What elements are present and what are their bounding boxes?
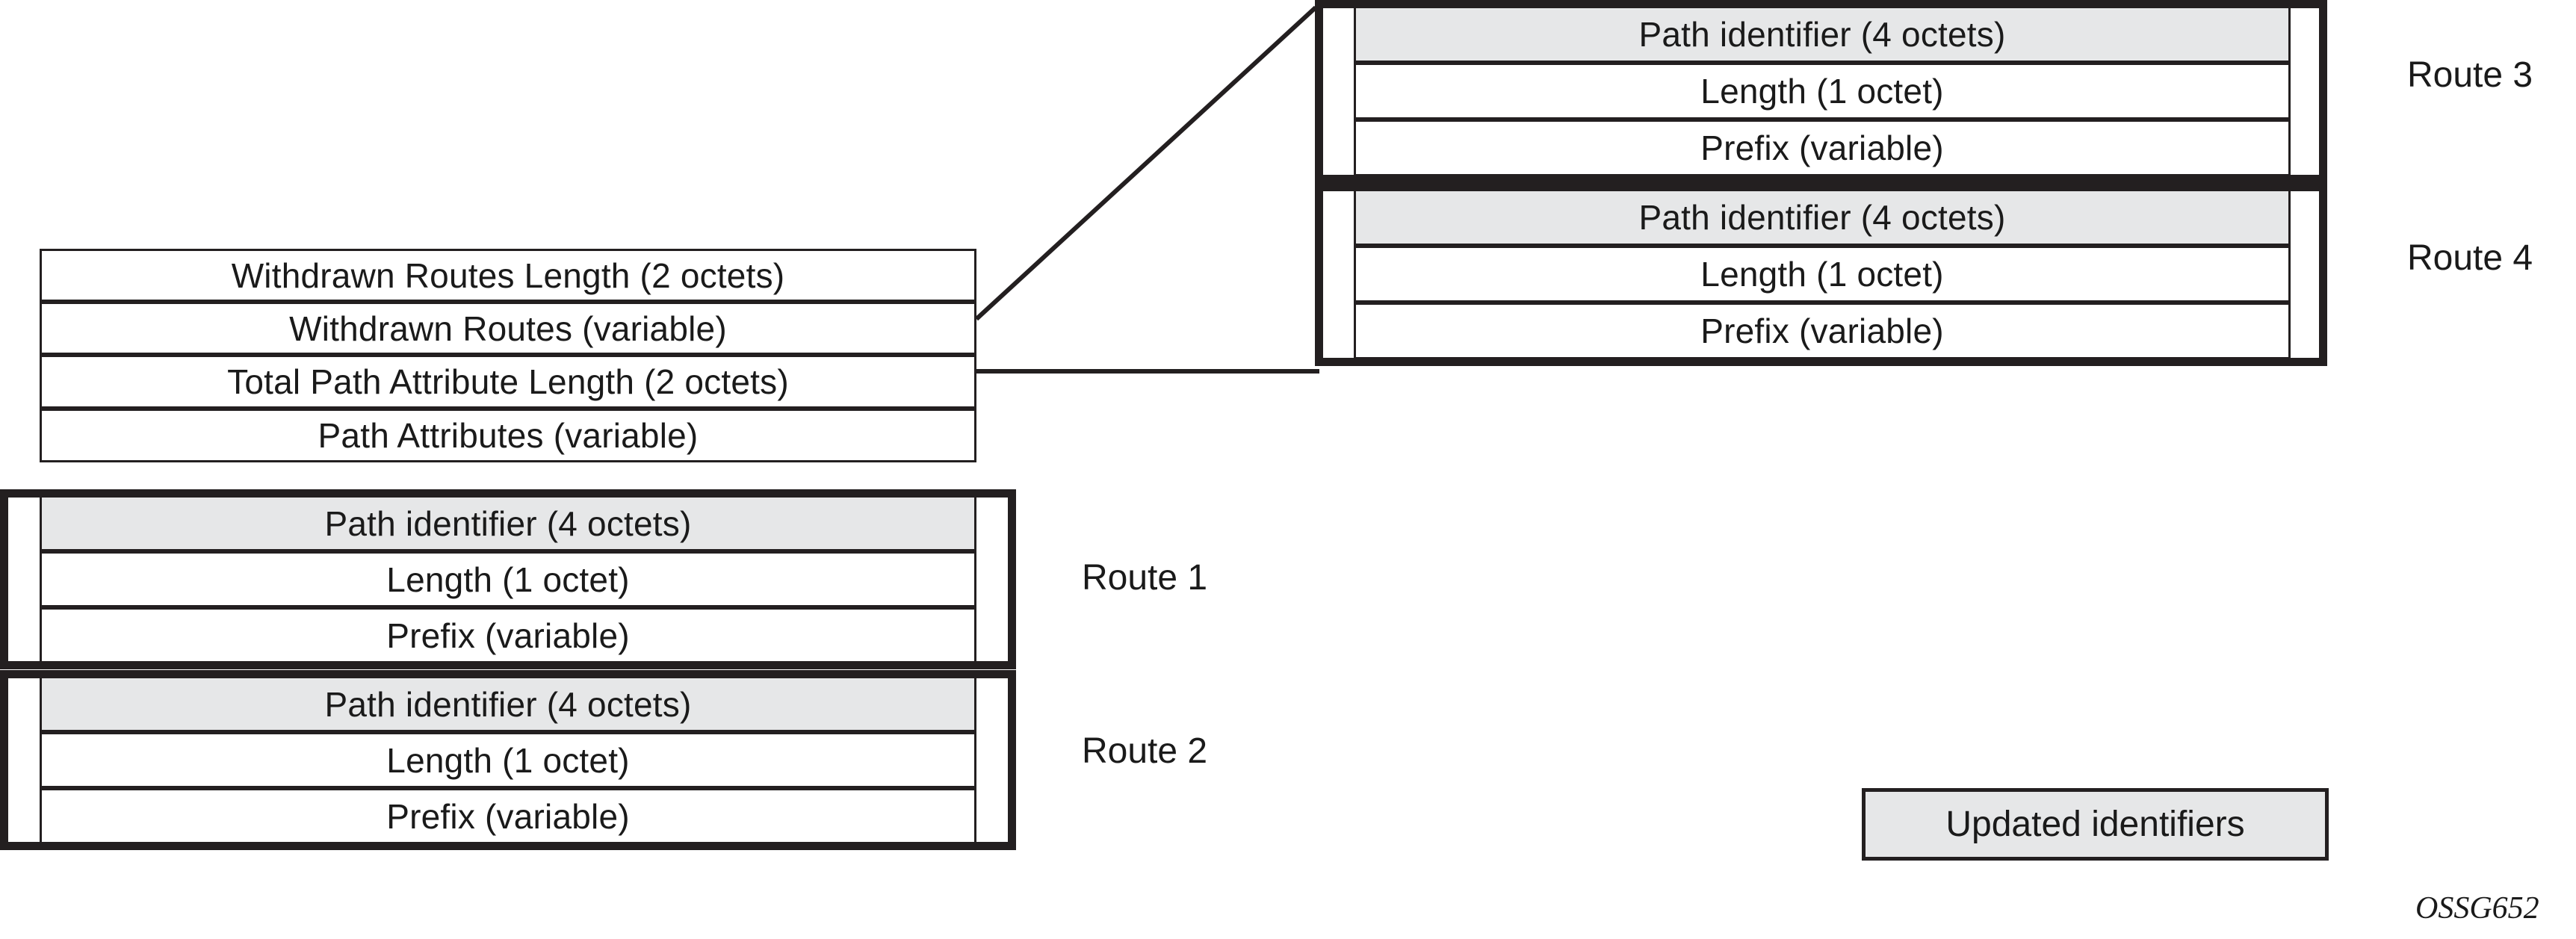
field-label: Withdrawn Routes Length (2 octets) <box>231 255 785 295</box>
field-label: Prefix (variable) <box>1700 128 1944 167</box>
route-label-route1: Route 1 <box>1082 558 1208 598</box>
field-withdrawn-routes: Withdrawn Routes (variable) <box>40 302 976 355</box>
field-label: Path identifier (4 octets) <box>324 684 692 724</box>
field-route1-path-identifier: Path identifier (4 octets) <box>40 495 976 551</box>
field-withdrawn-routes-length: Withdrawn Routes Length (2 octets) <box>40 249 976 302</box>
field-label: Total Path Attribute Length (2 octets) <box>227 362 789 401</box>
legend-updated-identifiers: Updated identifiers <box>1862 788 2329 861</box>
field-path-attributes: Path Attributes (variable) <box>40 409 976 462</box>
field-route4-length: Length (1 octet) <box>1354 246 2291 303</box>
field-label: Length (1 octet) <box>386 560 630 599</box>
field-label: Withdrawn Routes (variable) <box>289 309 727 348</box>
field-label: Path identifier (4 octets) <box>1638 198 2006 237</box>
field-label: Prefix (variable) <box>386 796 630 836</box>
field-route2-length: Length (1 octet) <box>40 732 976 788</box>
route-label-route3: Route 3 <box>2407 55 2533 95</box>
route-label-route4: Route 4 <box>2407 238 2533 278</box>
field-route3-path-identifier: Path identifier (4 octets) <box>1354 6 2291 63</box>
figure-id-label: OSSG652 <box>2415 891 2539 926</box>
field-route2-path-identifier: Path identifier (4 octets) <box>40 676 976 732</box>
field-label: Path identifier (4 octets) <box>1638 15 2006 54</box>
field-total-path-attribute-length: Total Path Attribute Length (2 octets) <box>40 355 976 409</box>
field-route1-prefix: Prefix (variable) <box>40 607 976 663</box>
field-label: Length (1 octet) <box>386 740 630 780</box>
field-label: Path Attributes (variable) <box>318 416 699 455</box>
callout-diagonal-line <box>974 5 1318 321</box>
field-route1-length: Length (1 octet) <box>40 551 976 607</box>
field-label: Prefix (variable) <box>386 616 630 655</box>
legend-label: Updated identifiers <box>1945 805 2245 844</box>
field-label: Length (1 octet) <box>1700 255 1944 294</box>
field-label: Length (1 octet) <box>1700 72 1944 111</box>
field-route4-prefix: Prefix (variable) <box>1354 303 2291 359</box>
field-label: Path identifier (4 octets) <box>324 503 692 543</box>
field-label: Prefix (variable) <box>1700 312 1944 350</box>
route-label-route2: Route 2 <box>1082 731 1208 771</box>
field-route3-prefix: Prefix (variable) <box>1354 120 2291 176</box>
field-route2-prefix: Prefix (variable) <box>40 788 976 844</box>
field-route4-path-identifier: Path identifier (4 octets) <box>1354 189 2291 246</box>
field-route3-length: Length (1 octet) <box>1354 63 2291 120</box>
